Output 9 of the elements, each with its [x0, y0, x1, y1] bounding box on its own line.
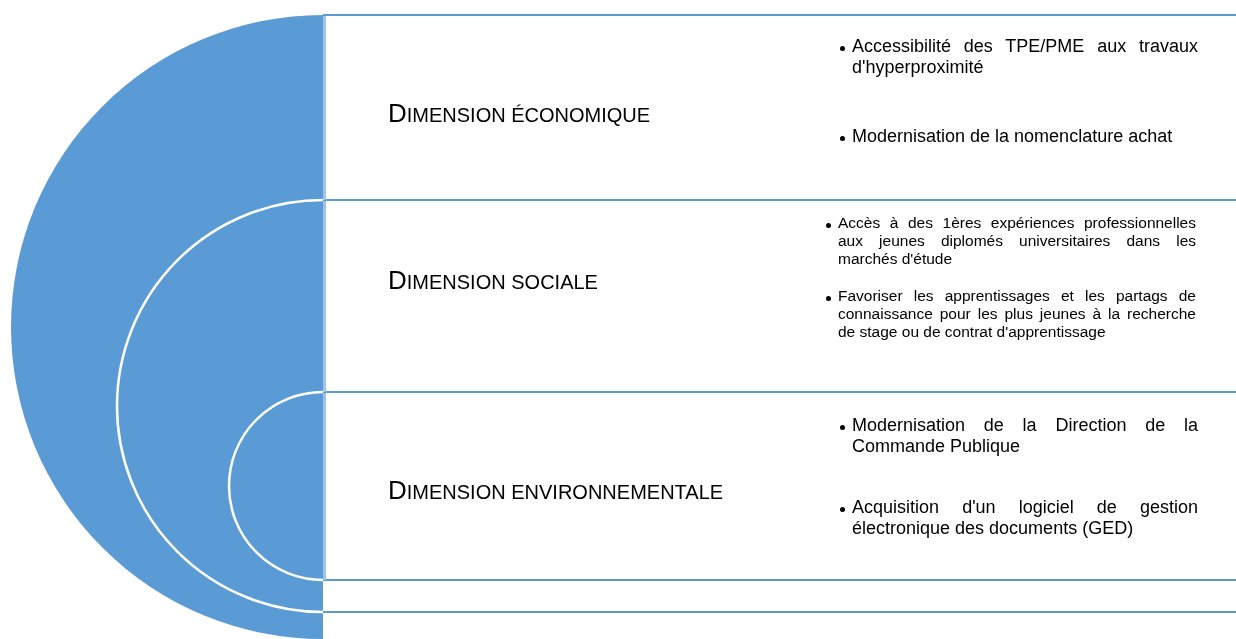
dimension-heading: DIMENSION ÉCONOMIQUE [388, 98, 651, 129]
dimension-heading: DIMENSION SOCIALE [388, 265, 598, 296]
bullet-item: Accessibilité des TPE/PME aux travaux d'hyperproximité [838, 36, 1198, 78]
bullet-item: Modernisation de la nomenclature achat [838, 126, 1198, 147]
dimension-heading: DIMENSION ENVIRONNEMENTALE [388, 475, 724, 506]
bullet-item: Modernisation de la Direction de la Commande Publique [838, 415, 1198, 457]
bullet-item: Acquisition d'un logiciel de gestion électronique des documents (GED) [838, 497, 1198, 539]
bullet-item: Accès à des 1ères expériences professionnelles aux jeunes diplomés universitaires dans les marchés d'étude [824, 214, 1196, 268]
bullet-item: Favoriser les apprentissages et les partags de connaissance pour les plus jeunes à la recherche de stage ou de contrat d'apprentissage [824, 287, 1196, 341]
